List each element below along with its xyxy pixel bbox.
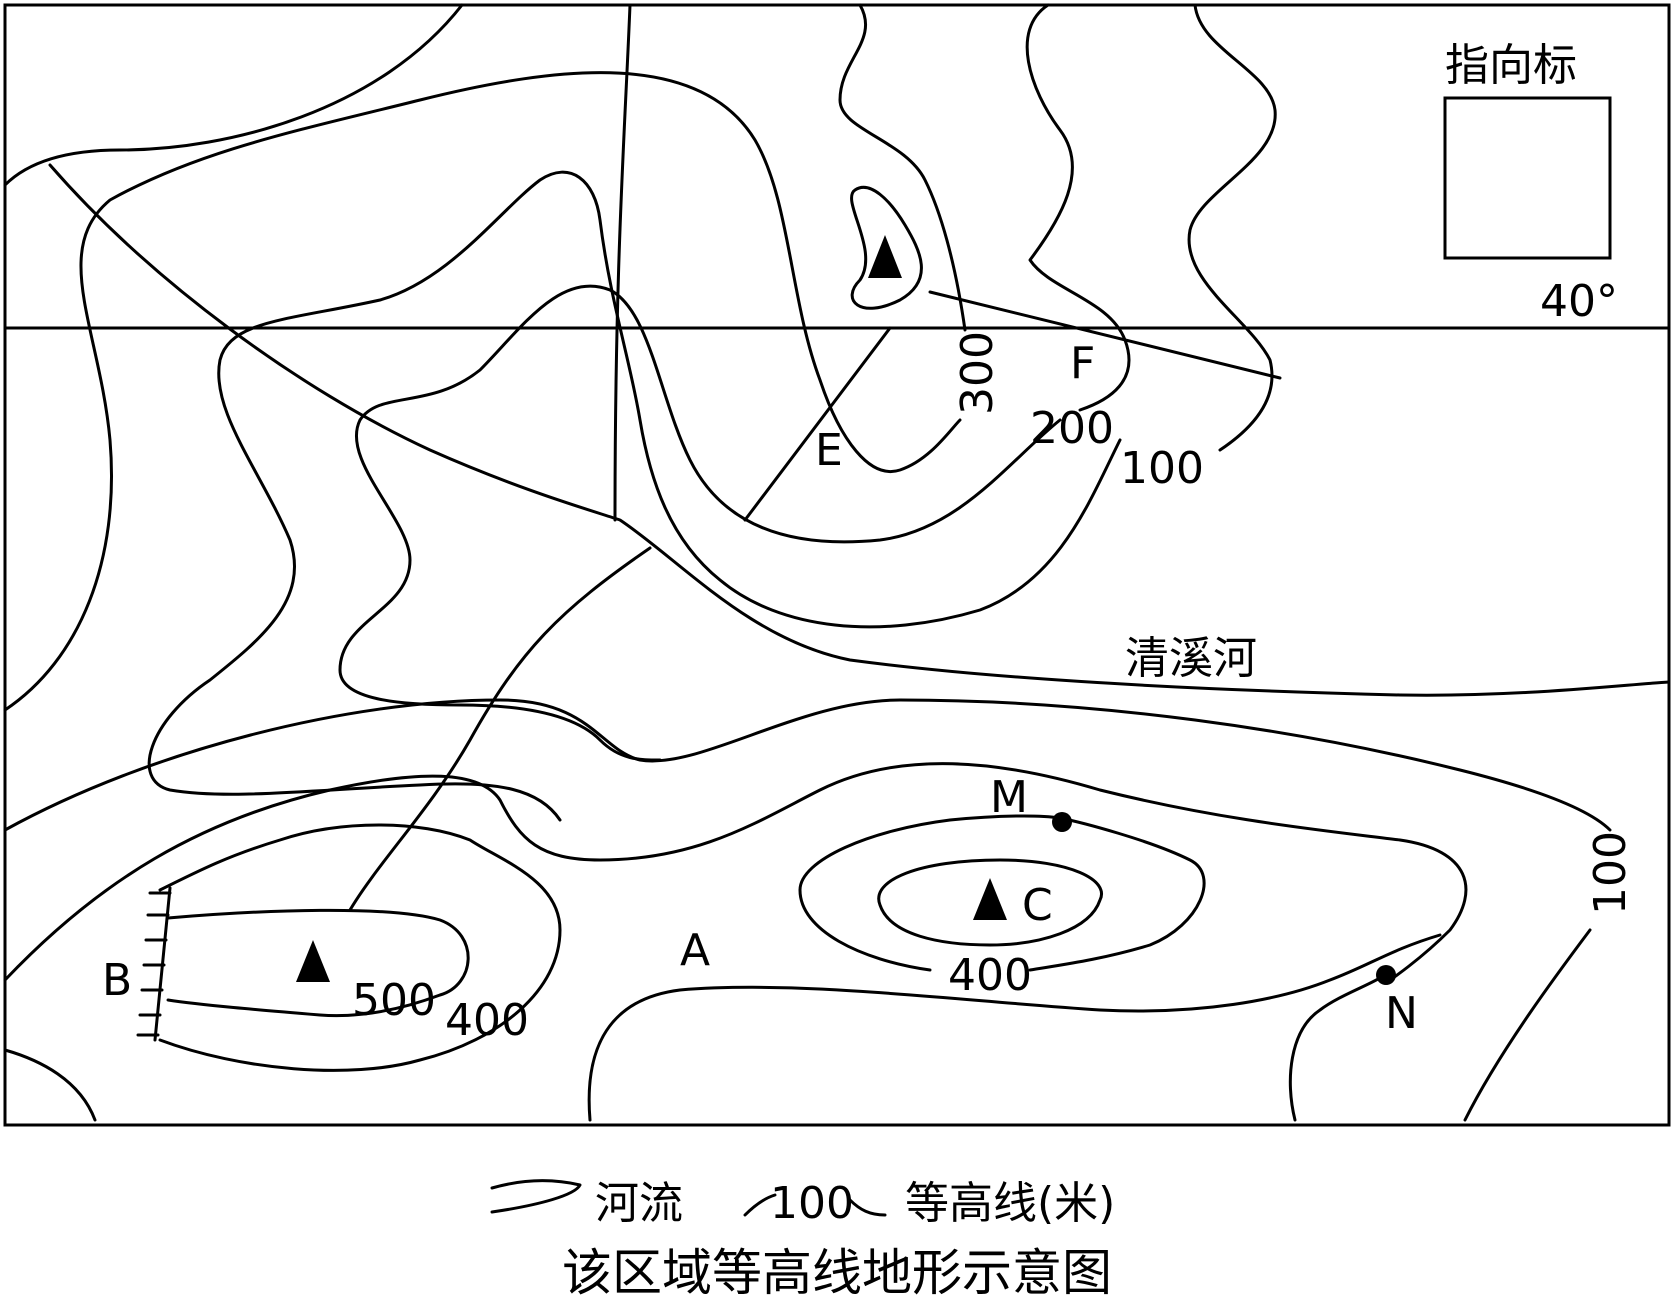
compass-label: 指向标 (1445, 40, 1577, 91)
peak-b-icon (296, 940, 330, 982)
label-b: B (102, 955, 132, 1006)
contour-star-200 (338, 284, 1062, 762)
map-title: 该区域等高线地形示意图 (562, 1244, 1112, 1302)
legend-contour-left-stroke (743, 1193, 777, 1217)
contour-bottom-left (3, 1048, 97, 1122)
peak-north-icon (868, 235, 902, 278)
contour-inner-e (147, 170, 1122, 822)
legend-river-text: 河流 (595, 1178, 683, 1229)
legend-contour-sample: 100 (770, 1178, 854, 1229)
contour-label-400-center: 400 (948, 950, 1032, 1001)
contour-c-inner (877, 858, 1103, 947)
cliff-b (136, 886, 172, 1042)
label-a: A (680, 925, 710, 976)
compass-angle: 40° (1540, 276, 1618, 327)
contour-label-100-top: 100 (1120, 443, 1204, 494)
contour-south-100 (3, 698, 1612, 832)
legend-contour-text: 等高线(米) (905, 1178, 1115, 1229)
contour-south-lower (587, 933, 1442, 1122)
river-tributary-west (348, 546, 652, 912)
contour-label-200: 200 (1030, 403, 1114, 454)
contour-peak-e-300 (838, 3, 967, 332)
label-e: E (815, 425, 843, 476)
contour-north-peak (850, 186, 923, 310)
label-m: M (990, 772, 1028, 823)
contour-left-outer (3, 3, 464, 187)
river-tributary-north (613, 3, 632, 522)
contour-upper-right-100 (1187, 3, 1277, 452)
contour-label-500: 500 (352, 975, 436, 1026)
contour-label-100-right: 100 (1585, 831, 1636, 915)
line-peak-f (928, 290, 1282, 380)
peak-c-icon (973, 878, 1007, 920)
legend-river-symbol (490, 1179, 582, 1214)
contour-label-300: 300 (952, 331, 1003, 415)
label-c: C (1022, 880, 1053, 931)
label-n: N (1385, 988, 1418, 1039)
legend-contour-right-stroke (848, 1198, 887, 1217)
contour-b-400 (158, 823, 562, 1072)
point-m-dot (1052, 812, 1072, 832)
contour-b-500 (166, 908, 470, 1018)
point-n-dot (1376, 965, 1396, 985)
legend: 河流 100 等高线(米) (490, 1178, 1115, 1229)
compass-box (1443, 96, 1612, 260)
contour-c-outer (798, 814, 1206, 972)
contour-south-200 (3, 762, 1468, 982)
river-name-label: 清溪河 (1125, 633, 1257, 684)
contour-southeast (1288, 973, 1387, 1122)
contour-right-bottom (1463, 928, 1592, 1122)
contour-upper-right-200 (1025, 3, 1131, 412)
line-peak-e (743, 326, 892, 522)
river-qingxi (48, 163, 1671, 697)
contour-northwest-100 (3, 71, 962, 712)
contour-label-400-left: 400 (445, 995, 529, 1046)
map-frame (3, 3, 1671, 1127)
label-f: F (1070, 338, 1095, 389)
